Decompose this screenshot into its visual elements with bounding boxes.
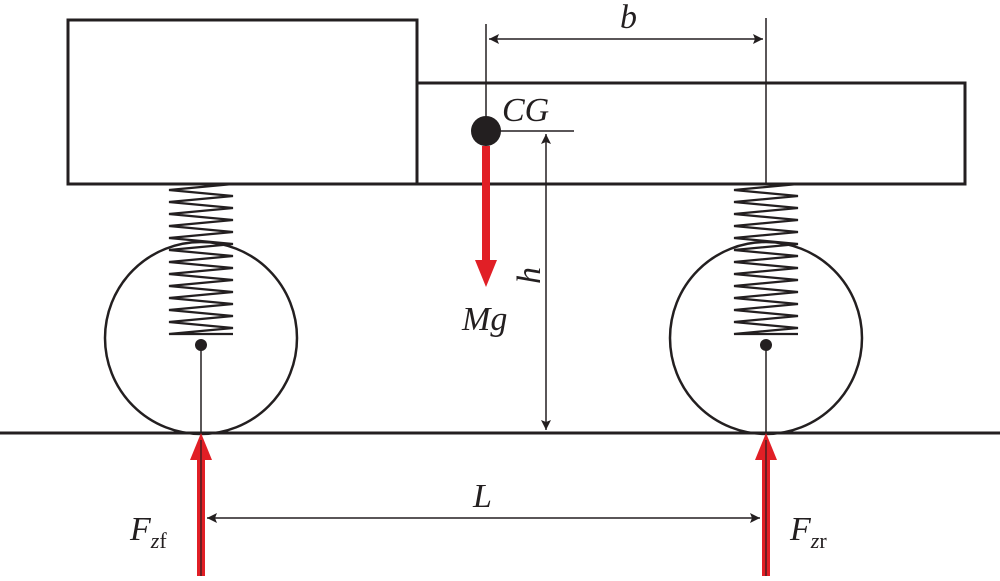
vehicle-body	[66, 18, 967, 186]
label-fzf-main: F	[129, 511, 152, 548]
label-b: b	[620, 0, 637, 36]
label-fzr: Fzr	[789, 511, 827, 553]
front-hub	[195, 339, 207, 351]
rear-hub	[760, 339, 772, 351]
cab-box	[66, 18, 419, 186]
label-l: L	[472, 478, 492, 515]
label-fzr-main: F	[789, 511, 812, 548]
label-fzf-sub-z: z	[150, 528, 160, 553]
weight-force-arrowhead	[475, 260, 497, 287]
label-cg: CG	[502, 92, 549, 129]
cargo-bed	[415, 81, 967, 186]
rear-spring	[733, 182, 799, 336]
front-spring	[168, 182, 234, 336]
label-fzf: Fzf	[129, 511, 167, 553]
cg-point	[471, 116, 501, 146]
label-fzf-sub-f: f	[159, 528, 167, 553]
label-fzr-sub-r: r	[819, 528, 827, 553]
label-fzr-sub-z: z	[810, 528, 820, 553]
label-mg: Mg	[461, 301, 507, 338]
label-h: h	[511, 267, 548, 284]
